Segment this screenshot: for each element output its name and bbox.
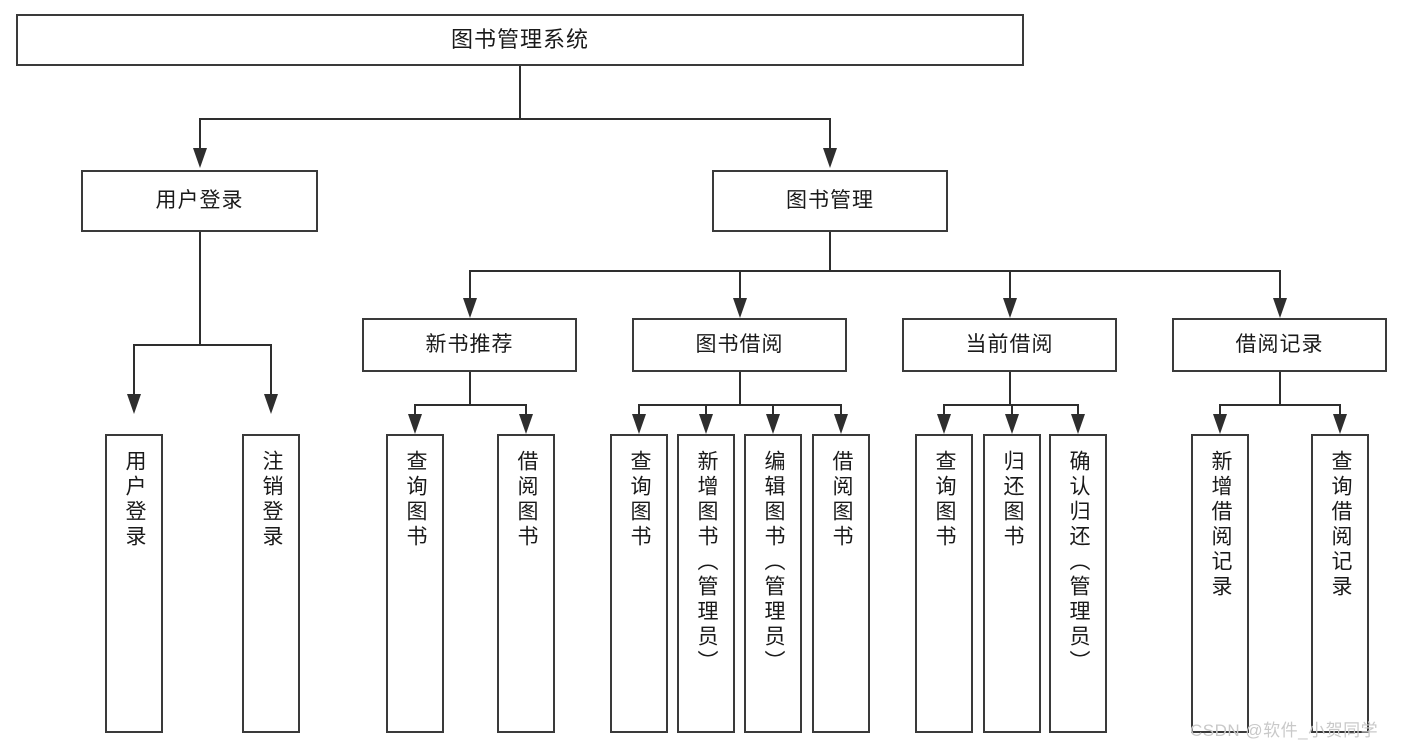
arrowhead-bb-1-icon bbox=[632, 414, 646, 434]
leaf-label: 归还图书 bbox=[1001, 450, 1025, 550]
leaf-current-confirm-return[interactable]: 确认归还（管理员） bbox=[1049, 434, 1107, 733]
arrowhead-br-2-icon bbox=[1333, 414, 1347, 434]
connector-drop-current-borrow bbox=[1009, 270, 1011, 300]
node-user-login[interactable]: 用户登录 bbox=[81, 170, 318, 232]
leaf-borrow-edit-book[interactable]: 编辑图书（管理员） bbox=[744, 434, 802, 733]
connector-drop-br-2 bbox=[1339, 404, 1341, 416]
leaf-label: 编辑图书（管理员） bbox=[762, 450, 786, 675]
node-book-management[interactable]: 图书管理 bbox=[712, 170, 948, 232]
leaf-label: 查询图书 bbox=[404, 450, 428, 550]
arrowhead-current-borrow-icon bbox=[1003, 298, 1017, 318]
leaf-borrow-borrow-book[interactable]: 借阅图书 bbox=[812, 434, 870, 733]
connector-root-stem bbox=[519, 66, 521, 118]
leaf-borrow-add-book[interactable]: 新增图书（管理员） bbox=[677, 434, 735, 733]
leaf-label: 用户登录 bbox=[123, 450, 147, 550]
arrowhead-nb-1-icon bbox=[408, 414, 422, 434]
connector-new-book-stem bbox=[469, 372, 471, 405]
leaf-label: 借阅图书 bbox=[830, 450, 854, 550]
leaf-label: 查询借阅记录 bbox=[1329, 450, 1353, 600]
leaf-label: 新增借阅记录 bbox=[1209, 450, 1233, 600]
connector-drop-new-book bbox=[469, 270, 471, 300]
node-current-borrow[interactable]: 当前借阅 bbox=[902, 318, 1117, 372]
connector-book-borrow-bus bbox=[638, 404, 840, 406]
leaf-current-return-book[interactable]: 归还图书 bbox=[983, 434, 1041, 733]
node-label: 图书管理 bbox=[786, 189, 874, 213]
connector-drop-login-1 bbox=[133, 344, 135, 396]
connector-new-book-bus bbox=[414, 404, 526, 406]
connector-drop-bb-2 bbox=[705, 404, 707, 416]
arrowhead-bb-4-icon bbox=[834, 414, 848, 434]
leaf-logout[interactable]: 注销登录 bbox=[242, 434, 300, 733]
connector-drop-bb-4 bbox=[840, 404, 842, 416]
connector-level3-bus bbox=[469, 270, 1281, 272]
leaf-new-book-borrow[interactable]: 借阅图书 bbox=[497, 434, 555, 733]
node-new-book-recommend[interactable]: 新书推荐 bbox=[362, 318, 577, 372]
connector-drop-login-2 bbox=[270, 344, 272, 396]
node-label: 图书管理系统 bbox=[450, 26, 589, 52]
arrowhead-login-2-icon bbox=[264, 394, 278, 414]
arrowhead-nb-2-icon bbox=[519, 414, 533, 434]
arrowhead-user-login-icon bbox=[193, 148, 207, 168]
node-label: 用户登录 bbox=[155, 189, 244, 213]
arrowhead-book-management-icon bbox=[823, 148, 837, 168]
node-book-borrow[interactable]: 图书借阅 bbox=[632, 318, 847, 372]
leaf-label: 注销登录 bbox=[260, 450, 284, 550]
leaf-label: 新增图书（管理员） bbox=[695, 450, 719, 675]
leaf-new-book-query[interactable]: 查询图书 bbox=[386, 434, 444, 733]
leaf-query-borrow-record[interactable]: 查询借阅记录 bbox=[1311, 434, 1369, 733]
connector-drop-cb-2 bbox=[1011, 404, 1013, 416]
arrowhead-cb-3-icon bbox=[1071, 414, 1085, 434]
arrowhead-login-1-icon bbox=[127, 394, 141, 414]
connector-book-borrow-stem bbox=[739, 372, 741, 405]
connector-current-borrow-bus bbox=[943, 404, 1077, 406]
leaf-user-login[interactable]: 用户登录 bbox=[105, 434, 163, 733]
connector-drop-nb-1 bbox=[414, 404, 416, 416]
leaf-label: 查询图书 bbox=[628, 450, 652, 550]
connector-user-login-bus bbox=[133, 344, 271, 346]
arrowhead-borrow-record-icon bbox=[1273, 298, 1287, 318]
connector-drop-borrow-record bbox=[1279, 270, 1281, 300]
arrowhead-bb-2-icon bbox=[699, 414, 713, 434]
connector-user-login-stem bbox=[199, 232, 201, 346]
connector-drop-nb-2 bbox=[525, 404, 527, 416]
connector-borrow-record-stem bbox=[1279, 372, 1281, 405]
arrowhead-cb-2-icon bbox=[1005, 414, 1019, 434]
arrowhead-new-book-icon bbox=[463, 298, 477, 318]
leaf-borrow-query-book[interactable]: 查询图书 bbox=[610, 434, 668, 733]
node-root-book-management-system[interactable]: 图书管理系统 bbox=[16, 14, 1024, 66]
arrowhead-book-borrow-icon bbox=[733, 298, 747, 318]
arrowhead-br-1-icon bbox=[1213, 414, 1227, 434]
leaf-label: 确认归还（管理员） bbox=[1067, 450, 1091, 675]
connector-drop-user-login bbox=[199, 118, 201, 150]
leaf-label: 查询图书 bbox=[933, 450, 957, 550]
leaf-label: 借阅图书 bbox=[515, 450, 539, 550]
connector-borrow-record-bus bbox=[1219, 404, 1339, 406]
connector-drop-bb-1 bbox=[638, 404, 640, 416]
node-label: 图书借阅 bbox=[695, 333, 784, 357]
connector-current-borrow-stem bbox=[1009, 372, 1011, 405]
arrowhead-cb-1-icon bbox=[937, 414, 951, 434]
connector-book-management-stem bbox=[829, 232, 831, 271]
connector-drop-book-management bbox=[829, 118, 831, 150]
node-label: 新书推荐 bbox=[425, 333, 514, 357]
node-label: 当前借阅 bbox=[965, 333, 1054, 357]
connector-level2-bus bbox=[199, 118, 831, 120]
leaf-current-query-book[interactable]: 查询图书 bbox=[915, 434, 973, 733]
connector-drop-bb-3 bbox=[772, 404, 774, 416]
connector-drop-br-1 bbox=[1219, 404, 1221, 416]
arrowhead-bb-3-icon bbox=[766, 414, 780, 434]
connector-drop-cb-1 bbox=[943, 404, 945, 416]
node-label: 借阅记录 bbox=[1235, 333, 1324, 357]
connector-drop-cb-3 bbox=[1077, 404, 1079, 416]
leaf-add-borrow-record[interactable]: 新增借阅记录 bbox=[1191, 434, 1249, 733]
connector-drop-book-borrow bbox=[739, 270, 741, 300]
node-borrow-record[interactable]: 借阅记录 bbox=[1172, 318, 1387, 372]
